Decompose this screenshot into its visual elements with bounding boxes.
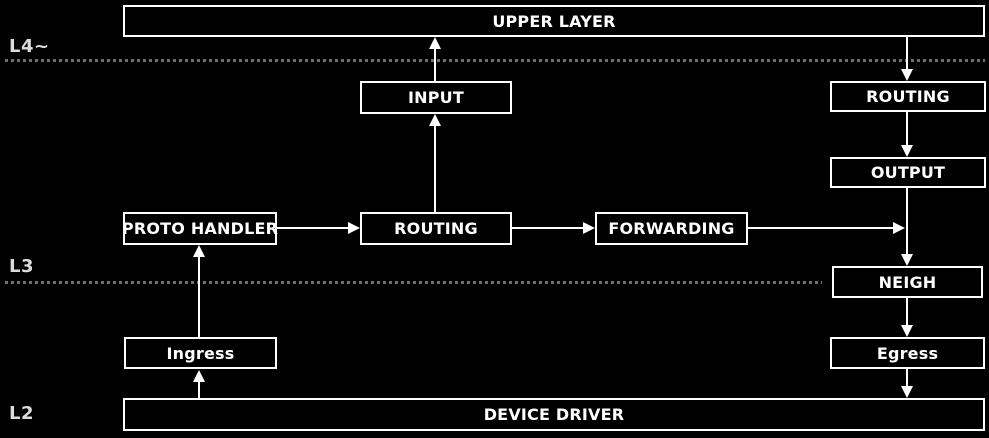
layer-label-l3: L3	[9, 256, 34, 277]
node-egress: Egress	[830, 337, 985, 369]
node-neigh: NEIGH	[832, 266, 983, 298]
node-ingress: Ingress	[124, 337, 277, 369]
node-device-driver: DEVICE DRIVER	[123, 398, 985, 431]
layer-separator-l3	[5, 281, 822, 284]
node-upper-layer: UPPER LAYER	[123, 5, 985, 37]
layer-label-l2: L2	[9, 403, 34, 424]
layer-label-l4: L4~	[9, 36, 50, 57]
node-proto-handler: PROTO HANDLER	[122, 212, 278, 245]
node-output: OUTPUT	[830, 157, 986, 188]
node-input: INPUT	[360, 81, 512, 114]
node-forwarding: FORWARDING	[595, 212, 748, 245]
layer-separator-l4	[5, 59, 985, 62]
node-routing-top: ROUTING	[830, 81, 986, 112]
node-routing-mid: ROUTING	[360, 212, 512, 245]
